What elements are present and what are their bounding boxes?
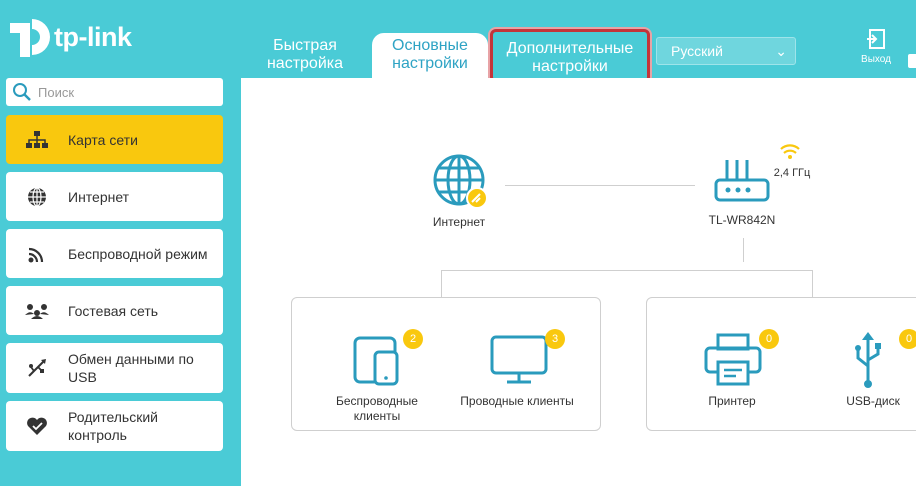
tab-advanced[interactable]: Дополнительные настройки — [490, 29, 650, 83]
wireless-clients-count-badge: 2 — [403, 329, 423, 349]
language-select[interactable]: Русский ⌄ — [656, 37, 796, 65]
search-input[interactable]: Поиск — [6, 78, 223, 106]
printer-icon[interactable] — [703, 332, 763, 393]
tp-link-logo-icon — [10, 19, 50, 57]
router-model-label: TL-WR842N — [708, 213, 776, 227]
printer-label: Принтер — [708, 394, 756, 408]
usb-disk-icon[interactable] — [853, 330, 883, 395]
sidebar-item-label: Обмен данными по USB — [68, 351, 194, 385]
wireless-clients-label: Беспроводные клиенты — [336, 394, 418, 423]
usb-disk-count-badge: 0 — [899, 329, 916, 349]
tab-basic[interactable]: Основные настройки — [372, 33, 488, 79]
main-panel: Интернет 2,4 ГГц TL-WR842N — [241, 78, 916, 486]
sidebar-item-network-map[interactable]: Карта сети — [6, 115, 223, 164]
wifi-icon — [779, 142, 801, 165]
connection-line — [441, 270, 813, 271]
sidebar-item-parental-control[interactable]: Родительский контроль — [6, 401, 223, 451]
clients-panel: 2 Беспроводные клиенты 3 Проводные клиен… — [291, 297, 601, 431]
usb-icon — [6, 358, 68, 378]
sidebar-item-internet[interactable]: Интернет — [6, 172, 223, 221]
band-label: 2,4 ГГц — [773, 167, 811, 179]
guest-network-icon — [6, 303, 68, 319]
connection-line — [505, 185, 695, 186]
sidebar-item-label: Родительский контроль — [68, 409, 158, 443]
search-icon — [13, 83, 31, 101]
usb-disk-label: USB-диск — [846, 394, 900, 408]
sidebar-item-label: Гостевая сеть — [68, 302, 159, 319]
sidebar-item-guest-network[interactable]: Гостевая сеть — [6, 286, 223, 335]
usb-devices-panel: 0 Принтер 0 USB-диск — [646, 297, 916, 431]
logo-text: tp-link — [54, 21, 132, 52]
internet-label: Интернет — [432, 215, 486, 229]
globe-icon — [6, 186, 68, 207]
sidebar-item-label: Карта сети — [68, 131, 138, 148]
logout-label: Выход — [861, 54, 891, 65]
connection-line — [743, 238, 744, 262]
logout-button[interactable]: Выход — [856, 28, 896, 65]
logout-icon — [867, 29, 885, 49]
connection-line — [441, 270, 442, 297]
edge-partial-icon — [908, 54, 916, 68]
wired-clients-icon[interactable] — [489, 334, 549, 391]
sidebar-item-usb-sharing[interactable]: Обмен данными по USB — [6, 343, 223, 393]
sidebar-item-label: Беспроводной режим — [68, 245, 208, 262]
router-icon[interactable] — [713, 156, 773, 211]
parental-control-icon — [6, 416, 68, 436]
tp-link-logo: tp-link — [6, 12, 146, 62]
wireless-icon — [6, 245, 68, 263]
wireless-clients-icon[interactable] — [351, 334, 403, 391]
internet-globe-icon[interactable] — [432, 154, 488, 215]
search-placeholder: Поиск — [38, 84, 75, 100]
wired-clients-label: Проводные клиенты — [460, 394, 574, 408]
network-map-icon — [6, 130, 68, 149]
sidebar-item-wireless[interactable]: Беспроводной режим — [6, 229, 223, 278]
connection-line — [812, 270, 813, 297]
tab-quick-setup[interactable]: Быстрая настройка — [266, 37, 344, 72]
chevron-down-icon: ⌄ — [775, 43, 787, 59]
language-selected-value: Русский — [671, 43, 723, 59]
sidebar-item-label: Интернет — [68, 188, 130, 205]
printer-count-badge: 0 — [759, 329, 779, 349]
wired-clients-count-badge: 3 — [545, 329, 565, 349]
